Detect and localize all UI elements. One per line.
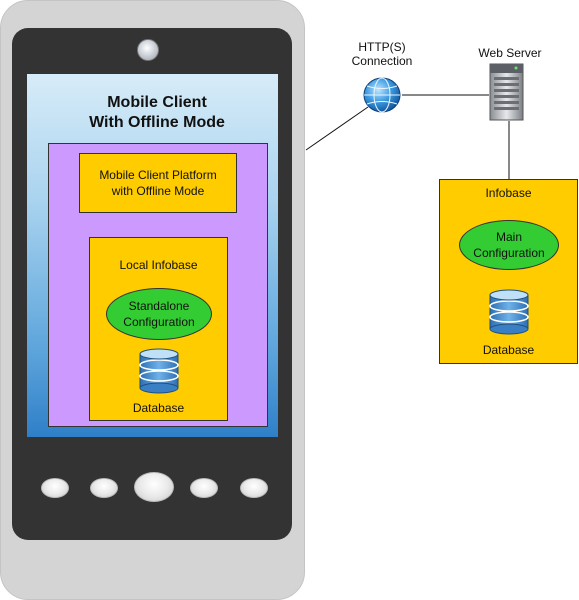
main-configuration-ellipse: Main Configuration (459, 220, 559, 270)
database-icon (489, 289, 529, 335)
main-line-1: Main (495, 230, 522, 244)
connection-label: HTTP(S) Connection (337, 40, 427, 68)
connection-line-1: HTTP(S) (358, 40, 406, 54)
local-database-label: Database (132, 401, 185, 415)
globe-icon (363, 77, 401, 113)
mobile-client-platform-box: Mobile Client Platform with Offline Mode (79, 153, 237, 213)
connection-line-2: Connection (351, 54, 413, 68)
main-line-2: Configuration (473, 246, 545, 260)
phone-to-globe-line (305, 106, 369, 151)
phone-button-3[interactable] (190, 478, 218, 498)
phone-button-1[interactable] (41, 478, 69, 498)
server-infobase-box: Infobase Main Configuration Database (439, 179, 578, 364)
database-icon (139, 348, 179, 394)
standalone-line-1: Standalone (128, 299, 190, 313)
platform-line-1: Mobile Client Platform (99, 168, 217, 182)
standalone-configuration-ellipse: Standalone Configuration (106, 288, 212, 340)
standalone-line-2: Configuration (123, 315, 195, 329)
web-server-label: Web Server (478, 46, 542, 60)
title-line-2: With Offline Mode (89, 114, 225, 131)
local-infobase-box: Local Infobase Standalone Configuration … (89, 237, 228, 421)
server-infobase-label: Infobase (485, 186, 532, 200)
title-line-1: Mobile Client (107, 94, 207, 111)
server-icon (489, 63, 524, 121)
server-database-label: Database (482, 343, 535, 357)
phone-button-4[interactable] (240, 478, 268, 498)
local-infobase-label: Local Infobase (119, 258, 198, 272)
platform-line-2: with Offline Mode (111, 184, 205, 198)
phone-button-2[interactable] (90, 478, 118, 498)
phone-home-button[interactable] (134, 472, 174, 502)
mobile-client-title: Mobile Client With Offline Mode (27, 93, 287, 133)
camera-icon (137, 39, 159, 61)
